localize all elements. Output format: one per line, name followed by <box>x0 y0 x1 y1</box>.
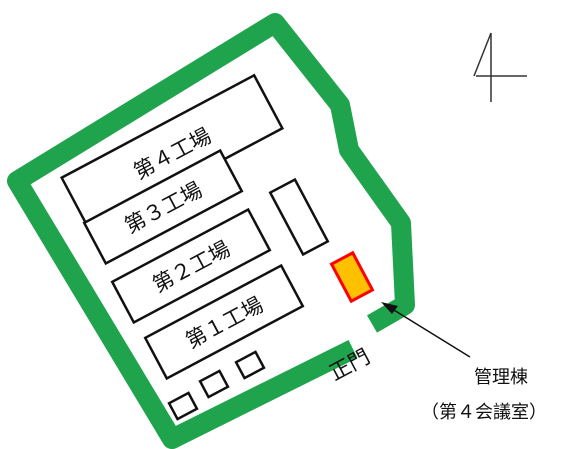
north-arrow-icon <box>473 32 527 102</box>
small-buildings <box>167 350 266 421</box>
small-building[interactable] <box>234 350 266 380</box>
admin-building-label: 管理棟 <box>474 367 528 388</box>
site-boundary <box>7 13 415 449</box>
small-building[interactable] <box>167 391 199 421</box>
admin-building[interactable] <box>329 250 375 304</box>
callout-arrow <box>381 302 471 358</box>
north-mark-label: 4 <box>516 29 517 31</box>
small-building[interactable] <box>198 369 230 399</box>
admin-building-note: （第４会議室） <box>421 402 547 423</box>
unlabeled-building[interactable] <box>268 177 330 257</box>
